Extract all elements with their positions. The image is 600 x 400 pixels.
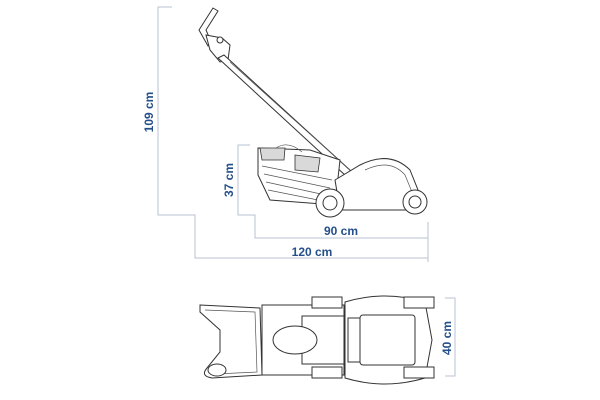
label-40cm: 40 cm [440,321,454,355]
wheels [311,296,435,379]
label-90cm: 90 cm [324,224,358,238]
dim-line-109-120 [157,6,428,259]
dim-line-37-90 [237,144,428,239]
dim-line-40 [445,297,456,377]
mower-side-view [198,7,428,218]
label-37cm: 37 cm [222,163,236,197]
label-109cm: 109 cm [142,92,156,133]
dimension-lines [157,6,456,377]
label-120cm: 120 cm [292,245,333,259]
mower-top-view [199,295,435,385]
